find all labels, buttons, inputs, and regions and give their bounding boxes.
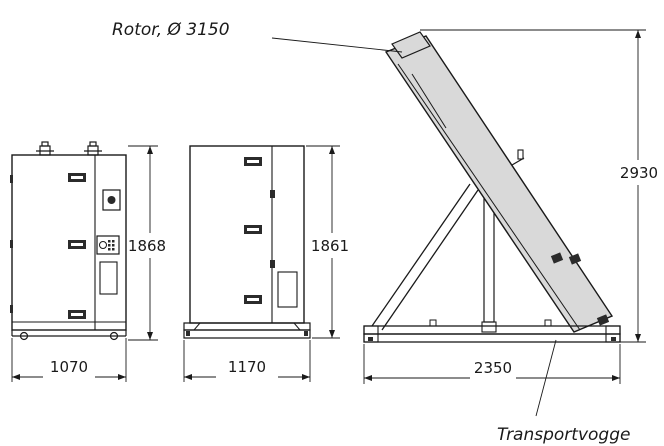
transport-callout: Transportvogge bbox=[497, 339, 630, 445]
display-panel bbox=[102, 189, 121, 211]
side-width-label: 1170 bbox=[228, 358, 266, 376]
rotor-panel bbox=[384, 31, 614, 333]
tilted-height-label: 2930 bbox=[620, 164, 658, 182]
tilted-view-unit bbox=[363, 31, 621, 343]
side-view-unit bbox=[183, 145, 311, 339]
rotor-callout: Rotor, Ø 3150 bbox=[112, 20, 403, 53]
transport-cart bbox=[363, 319, 621, 343]
control-panel bbox=[96, 235, 120, 255]
tilted-height-dimension: 2930 bbox=[420, 29, 658, 343]
front-width-label: 1070 bbox=[50, 358, 88, 376]
side-height-dimension: 1861 bbox=[306, 145, 349, 339]
front-wheel-left bbox=[19, 331, 29, 341]
tilted-width-dimension: 2350 bbox=[363, 344, 621, 384]
side-handles bbox=[244, 157, 262, 304]
front-handles bbox=[68, 173, 86, 319]
transport-label: Transportvogge bbox=[497, 425, 630, 445]
side-width-dimension: 1170 bbox=[183, 340, 311, 382]
side-height-label: 1861 bbox=[311, 237, 349, 255]
front-height-dimension: 1868 bbox=[128, 145, 166, 341]
front-height-label: 1868 bbox=[128, 237, 166, 255]
support-frame bbox=[371, 183, 497, 333]
rotor-label: Rotor, Ø 3150 bbox=[112, 20, 230, 40]
front-wheel-right bbox=[109, 331, 119, 341]
top-fittings bbox=[36, 141, 102, 156]
front-width-dimension: 1070 bbox=[11, 338, 127, 382]
tilted-width-label: 2350 bbox=[474, 359, 512, 377]
front-view-unit bbox=[10, 141, 127, 341]
